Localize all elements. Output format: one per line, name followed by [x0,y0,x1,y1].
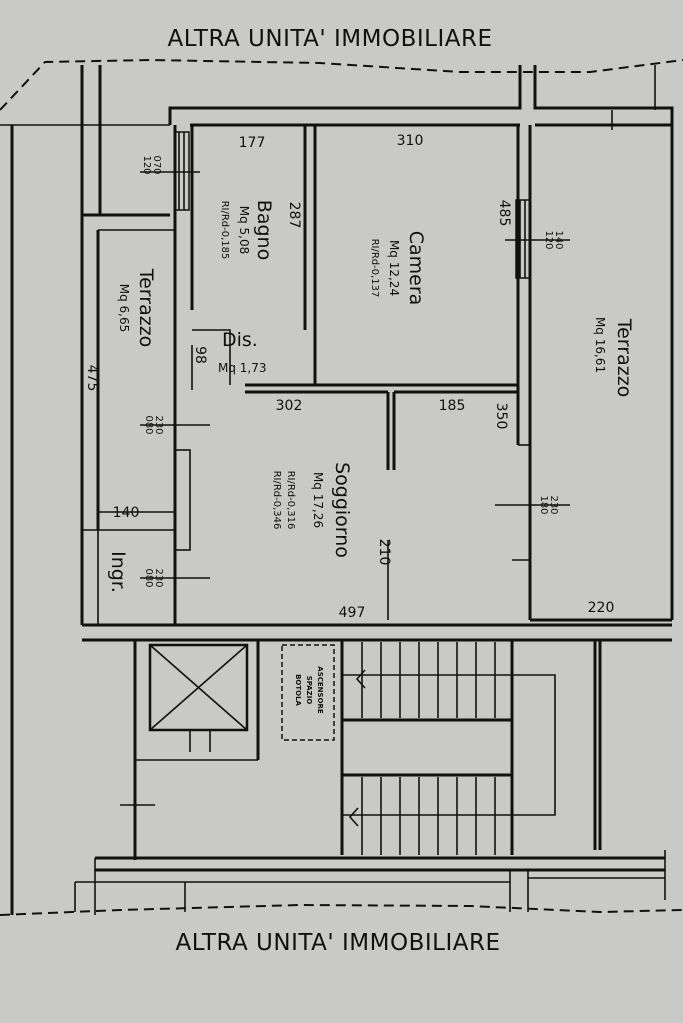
dim-310: 310 [397,133,424,149]
dim-140: 140 [113,505,140,521]
bagno-area-group: Mq 5,08 [237,206,251,255]
terrazzo-right-area-group: Mq 16,61 [593,317,607,373]
camera-name: Camera [405,231,427,306]
bagno-window-size: 120 070 [141,155,162,174]
terrazzo-right-label: Terrazzo [613,318,635,398]
dim-497: 497 [339,605,366,621]
ingresso-door-h: 230 [153,568,164,587]
stair-arrow-icon [348,807,359,827]
terrazzo-left-area-group: Mq 6,65 [117,284,131,333]
soggiorno-ratio1: RI/Rd-0,316 [285,471,296,530]
stair-arrow-icon [355,669,366,689]
camera-window-h: 140 [553,230,564,249]
soggiorno-area-group: Mq 17,26 [311,472,325,528]
boundary-bottom-line [0,903,683,916]
terrazzo-right-name: Terrazzo [613,318,635,398]
ingresso-door-size: 080 230 [143,568,164,587]
soggiorno-label: Soggiorno [331,462,353,558]
dim-475-group: 475 [84,365,100,392]
terrazzo-left-label: Terrazzo [135,268,157,348]
camera-ratio-group: RI/Rd-0,137 [369,239,380,298]
dim-177: 177 [239,135,266,151]
camera-window-size: 120 140 [543,230,564,249]
soggiorno-area: Mq 17,26 [311,472,325,528]
bagno-area: Mq 5,08 [237,206,251,255]
terrazzo-right-door-size: 180 230 [538,495,559,514]
dim-98: 98 [192,346,208,364]
dim-287: 287 [286,202,302,229]
common-area [74,640,666,915]
bagno-name: Bagno [253,200,275,260]
elevator-hatch: BOTOLA SPAZIO ASCENSORE [281,644,335,741]
dim-350-group: 350 [493,403,509,430]
bagno-ratio-group: RI/Rd-0,185 [219,201,230,260]
header-bottom: ALTRA UNITA' IMMOBILIARE [176,930,501,956]
ingr-name: Ingr. [107,551,129,593]
soggiorno-ratio2: RI/Rd-0,346 [271,471,282,530]
dim-98-group: 98 [192,346,208,364]
dim-287-group: 287 [286,202,302,229]
window-camera [505,199,570,279]
dim-350: 350 [493,403,509,430]
bagno-window-h: 070 [151,155,162,174]
ingresso-door-w: 080 [143,568,154,587]
dis-name: Dis. [222,329,258,351]
hatch-label-1: BOTOLA [294,674,302,706]
terrazzo-right-door-w: 180 [538,495,549,514]
elevator-shaft-icon [148,643,249,752]
soggiorno-ratio2-group: RI/Rd-0,346 [271,471,282,530]
window-bagno [140,131,200,211]
hatch-label-3: ASCENSORE [316,666,324,714]
terrazzo-left-door-size: 080 230 [143,415,164,434]
camera-ratio: RI/Rd-0,137 [369,239,380,298]
soggiorno-name: Soggiorno [331,462,353,558]
terrazzo-left-name: Terrazzo [135,268,157,348]
terrazzo-right-area: Mq 16,61 [593,317,607,373]
terrazzo-left-door-w: 080 [143,415,154,434]
dis-area: Mq 1,73 [218,361,267,375]
camera-label: Camera [405,231,427,306]
soggiorno-ratio1-group: RI/Rd-0,316 [285,471,296,530]
terrazzo-left-area: Mq 6,65 [117,284,131,333]
bagno-ratio: RI/Rd-0,185 [219,201,230,260]
staircase-icon [340,640,556,855]
camera-window-w: 120 [543,230,554,249]
bagno-label: Bagno [253,200,275,260]
dim-302: 302 [276,398,303,414]
dim-485-group: 485 [496,200,512,227]
building-outline [0,65,656,915]
ingr-label: Ingr. [107,551,129,593]
boundary-top-line [0,58,683,111]
dim-485: 485 [496,200,512,227]
dim-220: 220 [588,600,615,616]
camera-area-group: Mq 12,24 [387,240,401,296]
dim-210: 210 [376,539,392,566]
unit-walls [80,65,674,642]
dim-475: 475 [84,365,100,392]
header-top: ALTRA UNITA' IMMOBILIARE [168,26,493,52]
bagno-window-w: 120 [141,155,152,174]
dim-185: 185 [439,398,466,414]
camera-area: Mq 12,24 [387,240,401,296]
terrazzo-left-door-h: 230 [153,415,164,434]
terrazzo-right-door-h: 230 [548,495,559,514]
dim-210-group: 210 [376,539,392,566]
hatch-label-2: SPAZIO [305,676,313,705]
